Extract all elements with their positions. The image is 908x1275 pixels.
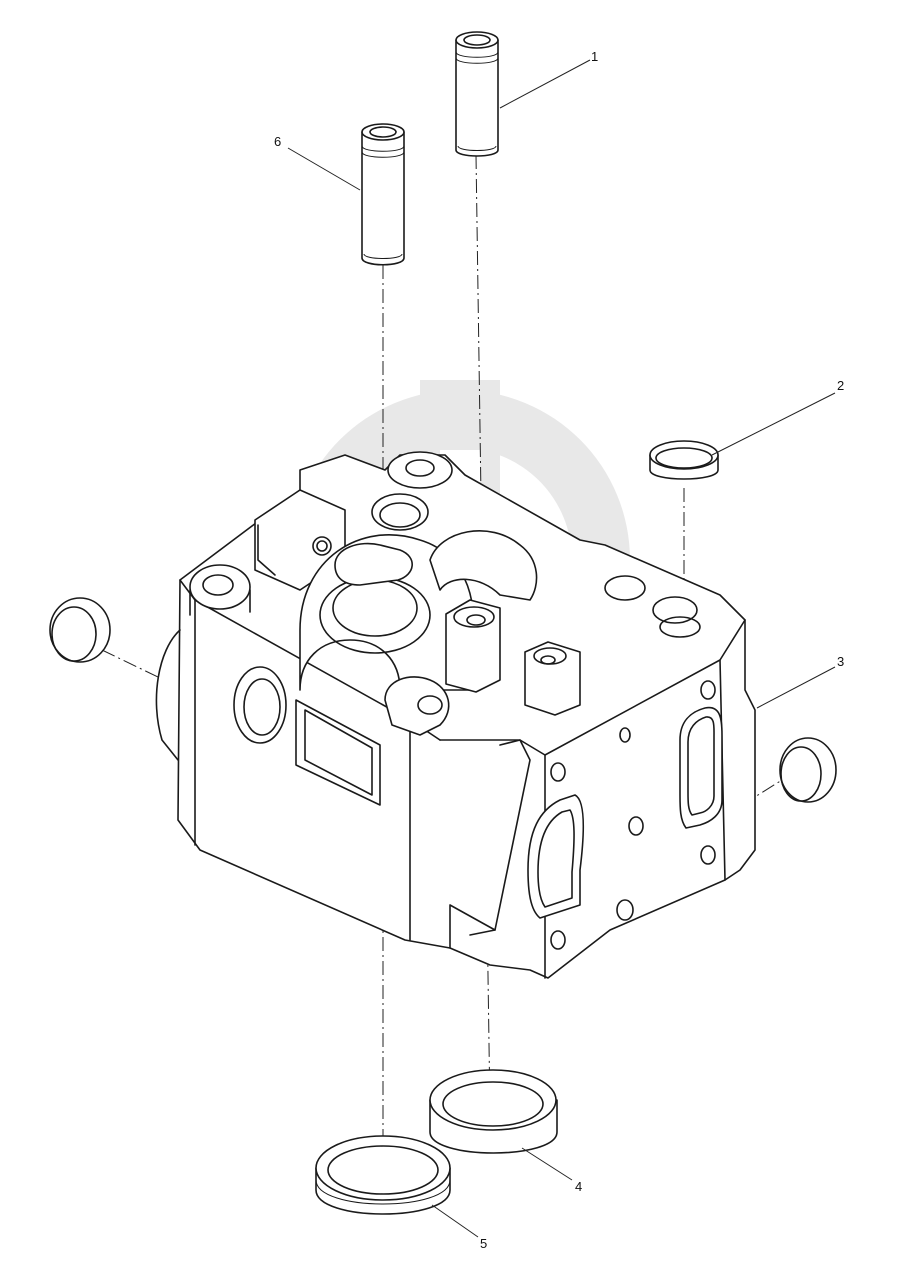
leader-3 [756,666,836,709]
sealing-plug-top [649,440,719,480]
callout-6: 6 [274,134,281,149]
callout-1: 1 [591,49,598,64]
leader-5 [431,1204,479,1238]
callout-labels: 1 2 3 4 5 6 [274,49,844,1251]
valve-guide-upper [455,31,499,157]
callout-4: 4 [575,1179,582,1194]
leader-2 [711,392,836,456]
callout-3: 3 [837,654,844,669]
valve-guide-lower [361,123,405,266]
valve-seat-ring-5 [315,1135,451,1215]
leader-1 [499,59,591,109]
sealing-plug-right [779,737,837,803]
leader-lines [287,59,836,1238]
cylinder-head [155,451,756,979]
callout-5: 5 [480,1236,487,1251]
leader-6 [287,147,361,191]
sealing-plug-left [49,597,111,663]
leader-4 [521,1147,573,1181]
valve-seat-ring-4 [429,1069,558,1154]
callout-2: 2 [837,378,844,393]
